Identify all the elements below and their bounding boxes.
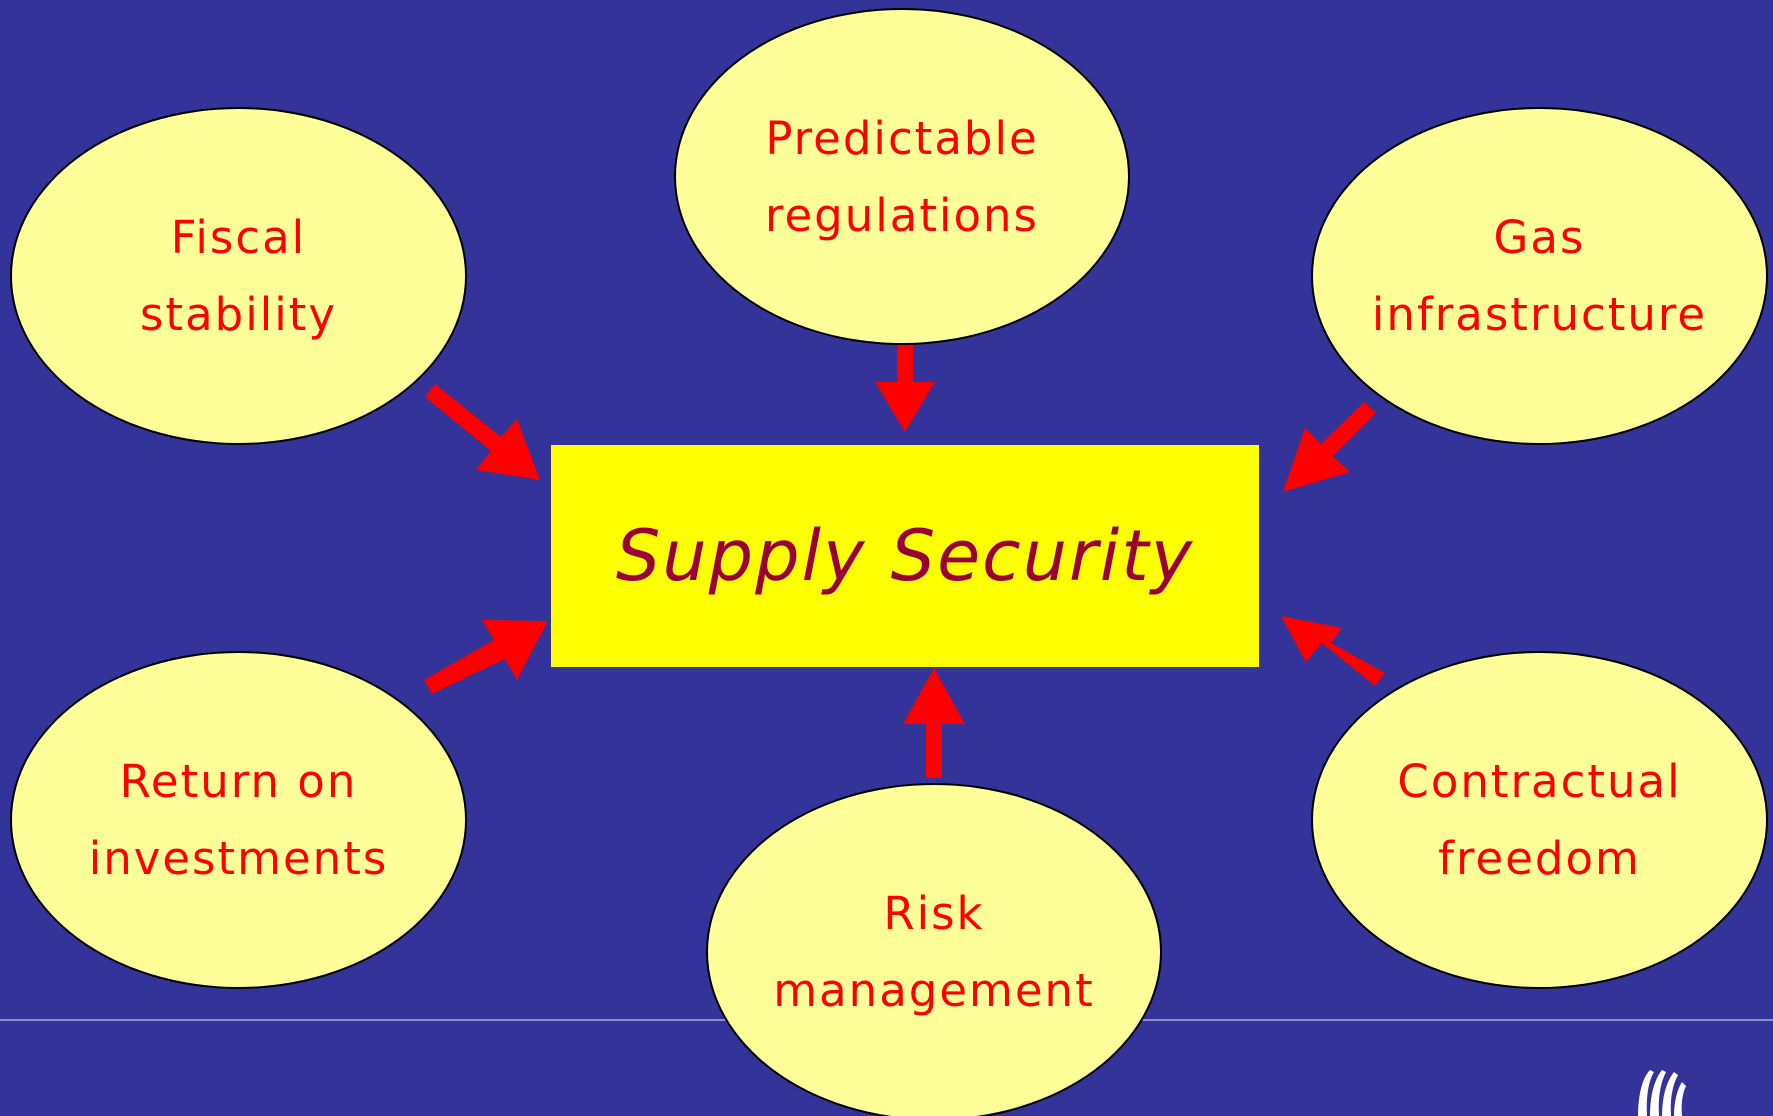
center-title: Supply Security [615,515,1195,597]
bubble-fiscal-stability: Fiscal stability [10,107,467,445]
bubble-line: Gas [1493,211,1586,264]
bubble-return-on-investments-text: Return on investments [89,743,389,897]
bubble-risk-management: Risk management [706,783,1162,1116]
bubble-gas-infrastructure: Gas infrastructure [1311,107,1768,445]
arrow-from-contractual-freedom [1281,616,1385,686]
arrow-from-gas-infrastructure [1283,402,1376,492]
bubble-contractual-freedom: Contractual freedom [1311,651,1768,989]
arrow-from-fiscal-stability [425,384,540,480]
bubble-line: Contractual [1397,755,1682,808]
arrow-from-predictable-regulations [875,338,935,432]
arrow-from-risk-management [903,668,965,778]
bubble-line: Predictable [765,111,1039,165]
bubble-return-on-investments: Return on investments [10,651,467,989]
bubble-line: freedom [1438,832,1641,885]
bubble-line: infrastructure [1371,288,1708,341]
bubble-risk-management-text: Risk management [773,875,1094,1029]
bubble-fiscal-stability-text: Fiscal stability [140,199,337,353]
bubble-contractual-freedom-text: Contractual freedom [1397,743,1681,897]
bubble-predictable-regulations: Predictable regulations [674,8,1130,345]
arrow-from-return-on-investments [424,620,548,694]
bubble-line: Fiscal [170,211,307,264]
bubble-gas-infrastructure-text: Gas infrastructure [1372,199,1707,353]
bubble-line: Return on [119,755,358,808]
bubble-predictable-regulations-text: Predictable regulations [765,100,1039,254]
bubble-line: management [773,964,1095,1017]
center-box: Supply Security [551,445,1259,667]
bubble-line: stability [139,288,337,341]
company-logo-icon [1638,1070,1686,1116]
bubble-line: Risk [883,887,985,940]
bubble-line: investments [88,832,389,885]
bubble-line: regulations [764,188,1039,242]
